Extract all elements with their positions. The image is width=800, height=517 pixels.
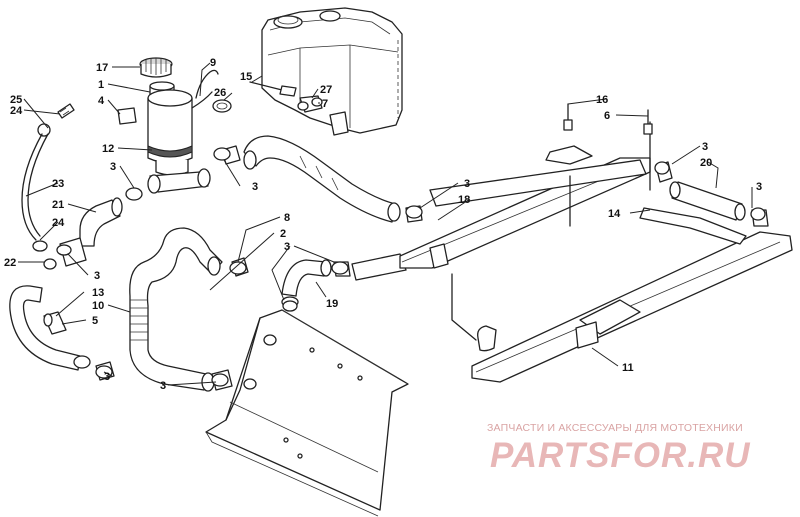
callout-24a: 24 bbox=[10, 105, 23, 117]
callout-26: 26 bbox=[214, 87, 226, 99]
callout-numbers: 17 1 4 9 15 26 27 7 25 24 12 3 3 23 21 2… bbox=[4, 57, 762, 392]
callout-5: 5 bbox=[92, 315, 98, 327]
callout-17: 17 bbox=[96, 62, 108, 74]
corrugated-hose bbox=[129, 227, 249, 392]
hose-clamps bbox=[56, 147, 766, 387]
hose-19 bbox=[281, 253, 407, 308]
callout-24b: 24 bbox=[52, 217, 65, 229]
tunnel-heat-exchanger bbox=[399, 121, 793, 383]
callout-25: 25 bbox=[10, 94, 22, 106]
callout-19: 19 bbox=[326, 298, 338, 310]
callout-16: 16 bbox=[596, 94, 608, 106]
upper-hose bbox=[221, 135, 423, 223]
lower-heat-exchanger bbox=[205, 309, 409, 517]
callout-3b: 3 bbox=[252, 181, 258, 193]
vent-hose bbox=[21, 103, 75, 252]
watermark-brand: PARTSFOR.RU bbox=[490, 436, 751, 475]
deflector-14 bbox=[545, 145, 747, 245]
callout-3d: 3 bbox=[104, 371, 110, 383]
callout-12: 12 bbox=[102, 143, 114, 155]
callout-3e: 3 bbox=[160, 380, 166, 392]
reservoir-tank bbox=[261, 7, 403, 136]
callout-22: 22 bbox=[4, 257, 16, 269]
callout-8: 8 bbox=[284, 212, 290, 224]
callout-13: 13 bbox=[92, 287, 104, 299]
callout-3f: 3 bbox=[284, 241, 290, 253]
callout-7: 7 bbox=[322, 98, 328, 110]
callout-6: 6 bbox=[604, 110, 610, 122]
callout-10: 10 bbox=[92, 300, 104, 312]
callout-21: 21 bbox=[52, 199, 64, 211]
watermark-tagline: ЗАПЧАСТИ И АКСЕССУАРЫ ДЛЯ МОТОТЕХНИКИ bbox=[487, 422, 743, 434]
callout-4: 4 bbox=[98, 95, 105, 107]
callout-3c: 3 bbox=[94, 270, 100, 282]
callout-3i: 3 bbox=[756, 181, 762, 193]
callout-3a: 3 bbox=[110, 161, 116, 173]
bleeder-screws bbox=[563, 103, 653, 135]
expansion-bottle bbox=[117, 57, 213, 194]
callout-1: 1 bbox=[98, 79, 104, 91]
fittings-small bbox=[195, 69, 323, 113]
callout-23: 23 bbox=[52, 178, 64, 190]
callout-11: 11 bbox=[622, 362, 634, 374]
callout-14: 14 bbox=[608, 208, 621, 220]
callout-3h: 3 bbox=[702, 141, 708, 153]
callout-9: 9 bbox=[210, 57, 216, 69]
leader-lines bbox=[18, 62, 753, 386]
callout-2: 2 bbox=[280, 228, 286, 240]
callout-15: 15 bbox=[240, 71, 252, 83]
callout-20: 20 bbox=[700, 157, 712, 169]
callout-3g: 3 bbox=[464, 178, 470, 190]
callout-18: 18 bbox=[458, 194, 470, 206]
callout-27: 27 bbox=[320, 84, 332, 96]
